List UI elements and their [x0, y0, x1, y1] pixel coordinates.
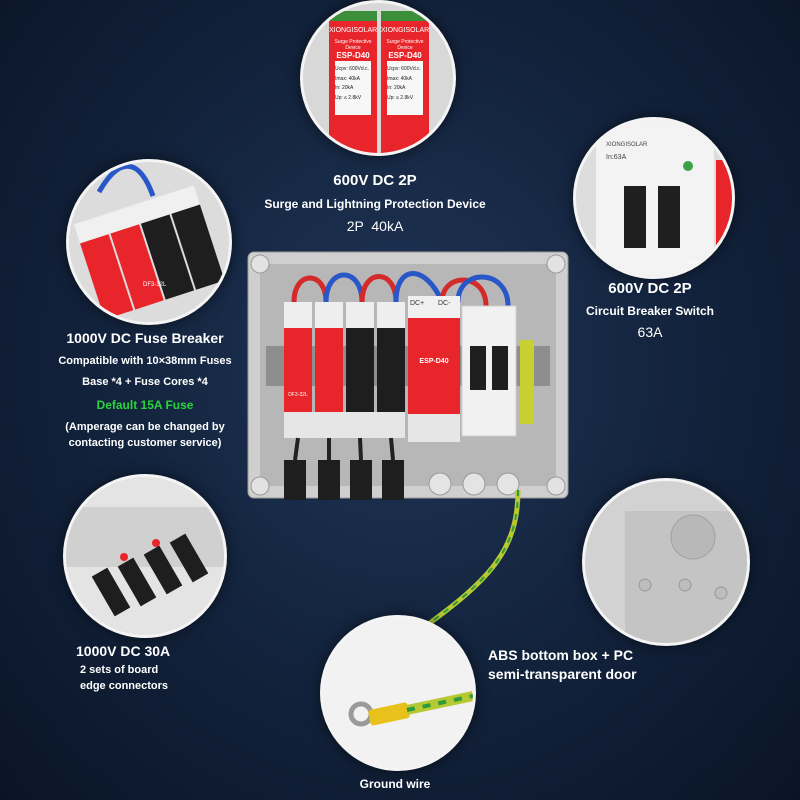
breaker-closeup: XIONGISOLAR In:63A Ucpv: 6 — [573, 117, 735, 279]
breaker-illustration — [576, 120, 732, 276]
fuse-note1: (Amperage can be changed by — [65, 421, 225, 433]
surge-model-left: ESP-D40 — [336, 51, 370, 60]
breaker-rating-label: In:63A — [606, 154, 627, 161]
breaker-brand-label: XIONGISOLAR — [606, 142, 648, 148]
surge-spec: 2P 40kA — [346, 218, 404, 234]
breaker-title: 600V DC 2P — [608, 280, 692, 297]
fuse-title: 1000V DC Fuse Breaker — [66, 330, 224, 346]
connector-line2: edge connectors — [80, 680, 169, 692]
surge-caption-left: Surge Protective Device — [334, 39, 372, 51]
connector-title: 1000V DC 30A — [76, 643, 171, 659]
fuse-holder-model-label: DF3-32L — [288, 392, 308, 398]
terminal-negative-label: DC- — [438, 300, 451, 307]
connector-illustration — [66, 477, 224, 635]
fuse-closeup-model-label: DF3-32L — [143, 282, 167, 288]
surge-caption-right: Surge Protective Device — [386, 39, 424, 51]
ground-wire-lead — [418, 490, 521, 633]
fuse-line1: Compatible with 10×38mm Fuses — [58, 355, 232, 367]
ground-wire-illustration — [323, 618, 473, 768]
combiner-box-illustration — [247, 251, 569, 500]
combiner-box: DF3-32L ESP-D40 DC+ DC- — [246, 250, 570, 500]
surge-brand-left: XIONGISOLAR — [329, 27, 378, 34]
surge-specs-left: Ucpv: 600Vd.c. Imax: 40kA In: 20kA Up: ≤… — [335, 66, 369, 101]
surge-title: 600V DC 2P — [333, 172, 417, 189]
ground-wire-closeup — [320, 615, 476, 771]
fuse-line2: Base *4 + Fuse Cores *4 — [82, 376, 208, 388]
surge-device-illustration — [303, 3, 453, 153]
connector-line1: 2 sets of board — [80, 664, 159, 676]
fuse-default: Default 15A Fuse — [96, 398, 194, 412]
box-line1: ABS bottom box + PC — [488, 647, 634, 663]
surge-specs-right: Ucpv: 600Vd.c. Imax: 40kA In: 20kA Up: ≤… — [387, 66, 421, 101]
surge-device-closeup: XIONGISOLAR XIONGISOLAR Surge Protective… — [300, 0, 456, 156]
terminal-positive-label: DC+ — [410, 300, 425, 307]
connector-closeup — [63, 474, 227, 638]
fuse-note2: contacting customer service) — [68, 437, 222, 449]
fuse-breaker-illustration — [69, 162, 229, 322]
surge-device-model-label: ESP-D40 — [419, 358, 449, 365]
box-closeup — [582, 478, 750, 646]
surge-subtitle: Surge and Lightning Protection Device — [264, 197, 486, 211]
ground-label: Ground wire — [359, 777, 431, 791]
surge-brand-right: XIONGISOLAR — [381, 27, 430, 34]
fuse-breaker-closeup: DF3-32L — [66, 159, 232, 325]
breaker-subtitle: Circuit Breaker Switch — [585, 304, 715, 318]
breaker-ucpv-label: Ucpv: 6 — [688, 260, 709, 266]
breaker-spec: 63A — [637, 324, 663, 340]
box-illustration — [585, 481, 747, 643]
box-line2: semi-transparent door — [488, 666, 637, 682]
surge-model-right: ESP-D40 — [388, 51, 422, 60]
